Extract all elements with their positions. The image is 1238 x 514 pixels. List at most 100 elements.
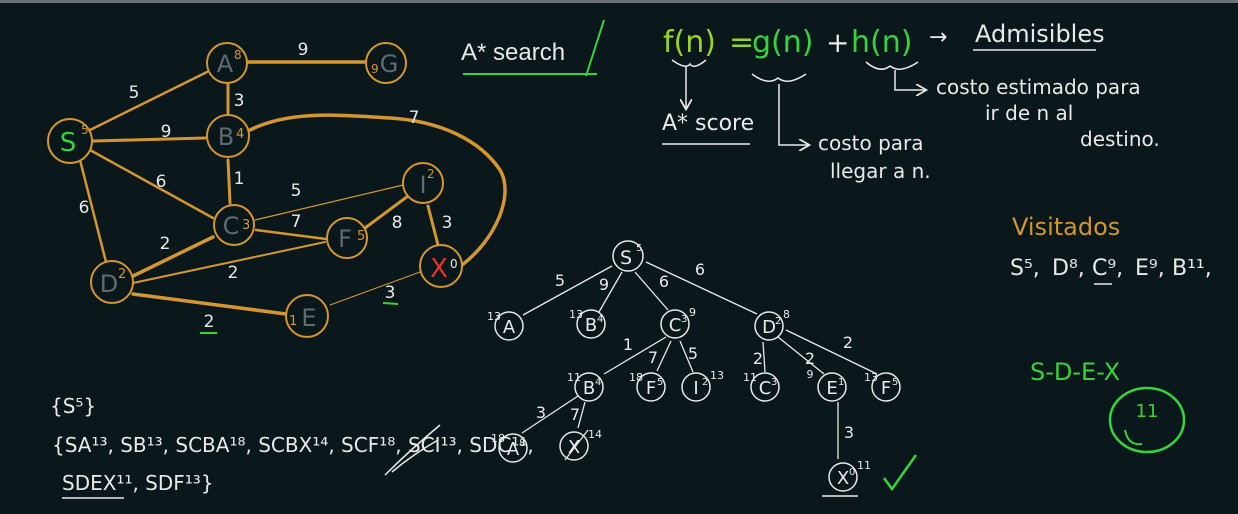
check-icon xyxy=(882,454,918,492)
edge-S-B xyxy=(91,136,207,143)
svg-text:A: A xyxy=(217,50,234,78)
tree-nodes: A13B134C39D28B114F185I213C113E1F135A188X… xyxy=(487,306,901,492)
formula-admissible: Admisibles xyxy=(975,20,1105,48)
node-D: D 2 xyxy=(90,260,134,304)
node-X: X 0 xyxy=(419,244,463,288)
svg-text:0: 0 xyxy=(450,257,458,271)
node-A: A 8 xyxy=(206,42,248,84)
weight-S-C: 6 xyxy=(156,172,167,192)
svg-text:D: D xyxy=(100,270,118,298)
tree-node-heuristic: 3 xyxy=(771,377,777,388)
tree-edge-D-E xyxy=(777,336,825,375)
edge-S-C xyxy=(88,148,215,220)
svg-text:3: 3 xyxy=(242,218,250,233)
tree-weight-C-F: 7 xyxy=(648,348,658,367)
tree-node-label: D xyxy=(762,317,776,338)
tree-node-label: F xyxy=(881,378,891,399)
tree-node-label: B xyxy=(583,378,595,399)
tree-node-heuristic: 2 xyxy=(775,316,781,327)
weight-C-I: 5 xyxy=(291,181,302,201)
tree-weight-C-I: 5 xyxy=(688,344,698,363)
weight-S-A: 5 xyxy=(129,83,140,103)
svg-text:B: B xyxy=(218,123,234,151)
tree-edge-C-F xyxy=(656,340,672,372)
formula-h: h(n) xyxy=(851,25,912,60)
tree-node-label: X xyxy=(837,468,849,489)
tree-node-heuristic: 8 xyxy=(519,438,525,449)
svg-text:8: 8 xyxy=(234,48,242,62)
weight-F-I: 8 xyxy=(392,213,403,233)
svg-text:E: E xyxy=(301,304,316,332)
tree-edge-S-B xyxy=(598,271,623,313)
tree-edge-S-A xyxy=(522,265,613,316)
weight-S-D: 6 xyxy=(79,198,90,218)
tree-node-heuristic: 4 xyxy=(595,377,601,388)
visited-item-0: S⁵, xyxy=(1010,256,1040,281)
weight-C-D: 2 xyxy=(160,234,171,254)
formula-h-desc-1: costo estimado para xyxy=(936,75,1141,99)
title-block: A* search xyxy=(461,19,605,77)
svg-text:4: 4 xyxy=(236,127,244,142)
window-top-border xyxy=(0,0,1238,3)
visited-item-3: E⁹, xyxy=(1135,256,1165,281)
tree-node-heuristic: 2 xyxy=(702,377,708,388)
tree-node-heuristic: 0 xyxy=(849,467,855,478)
tree-node-heuristic: 1 xyxy=(838,377,844,388)
tree-node-label: E xyxy=(826,378,837,399)
node-G: G 9 xyxy=(365,42,407,84)
tree-node-label: C xyxy=(759,378,772,399)
svg-text:9: 9 xyxy=(371,62,379,76)
svg-text:S: S xyxy=(620,247,632,269)
visited-item-1: D⁸, xyxy=(1052,256,1085,281)
result-path: S-D-E-X xyxy=(1030,358,1120,386)
formula-eq: = xyxy=(729,25,754,60)
tree-node-label: B xyxy=(585,315,597,336)
search-tree xyxy=(521,261,878,459)
tree-weight-S-A: 5 xyxy=(555,271,565,290)
svg-text:1: 1 xyxy=(289,314,297,329)
tree-node-cost: 13 xyxy=(487,310,501,323)
formula-plus: + xyxy=(826,26,849,59)
tree-node-root: S 5 xyxy=(612,240,644,272)
tree-node-heuristic: 4 xyxy=(597,314,603,325)
tree-edge-S-D xyxy=(645,261,758,315)
tree-weight-S-C: 6 xyxy=(659,272,669,291)
tree-weight-S-D: 6 xyxy=(695,260,705,279)
tree-node-score: 8 xyxy=(783,308,790,321)
tree-weight-D-E: 2 xyxy=(805,349,815,368)
svg-text:5: 5 xyxy=(636,243,642,254)
edge-C-F xyxy=(254,228,328,241)
smiley-icon: 11 xyxy=(1108,386,1186,454)
svg-text:5: 5 xyxy=(81,123,89,137)
tree-weight-B-A: 3 xyxy=(536,403,546,422)
tree-edge-B-A xyxy=(521,395,579,434)
weight-B-X: 7 xyxy=(409,108,420,128)
formula-arrow: → xyxy=(929,25,947,50)
tree-weight-S-B: 9 xyxy=(599,275,609,294)
tree-node-cost: 11 xyxy=(743,371,757,384)
tree-weight-E-X: 3 xyxy=(844,423,854,442)
tree-node-x-11: X14 xyxy=(559,428,602,461)
tree-node-score: 14 xyxy=(588,428,602,441)
svg-text:G: G xyxy=(380,50,399,78)
formula: f(n) = g(n) + h(n) → Admisibles A* score… xyxy=(662,20,1160,183)
tree-node-score: 9 xyxy=(689,306,696,319)
frontier-line-3: SDEX¹¹, SDF¹³} xyxy=(62,471,214,495)
tree-weight-C-B: 1 xyxy=(623,335,633,354)
formula-g-desc-2: llegar a n. xyxy=(830,159,931,183)
page-title: A* search xyxy=(461,39,565,66)
tree-node-c-7: C11 3 xyxy=(743,371,780,402)
tree-edge-D-F xyxy=(785,329,878,375)
frontier-line-1: {S⁵} xyxy=(50,394,96,418)
svg-text:2: 2 xyxy=(427,167,435,181)
edge-I-X xyxy=(426,204,440,247)
